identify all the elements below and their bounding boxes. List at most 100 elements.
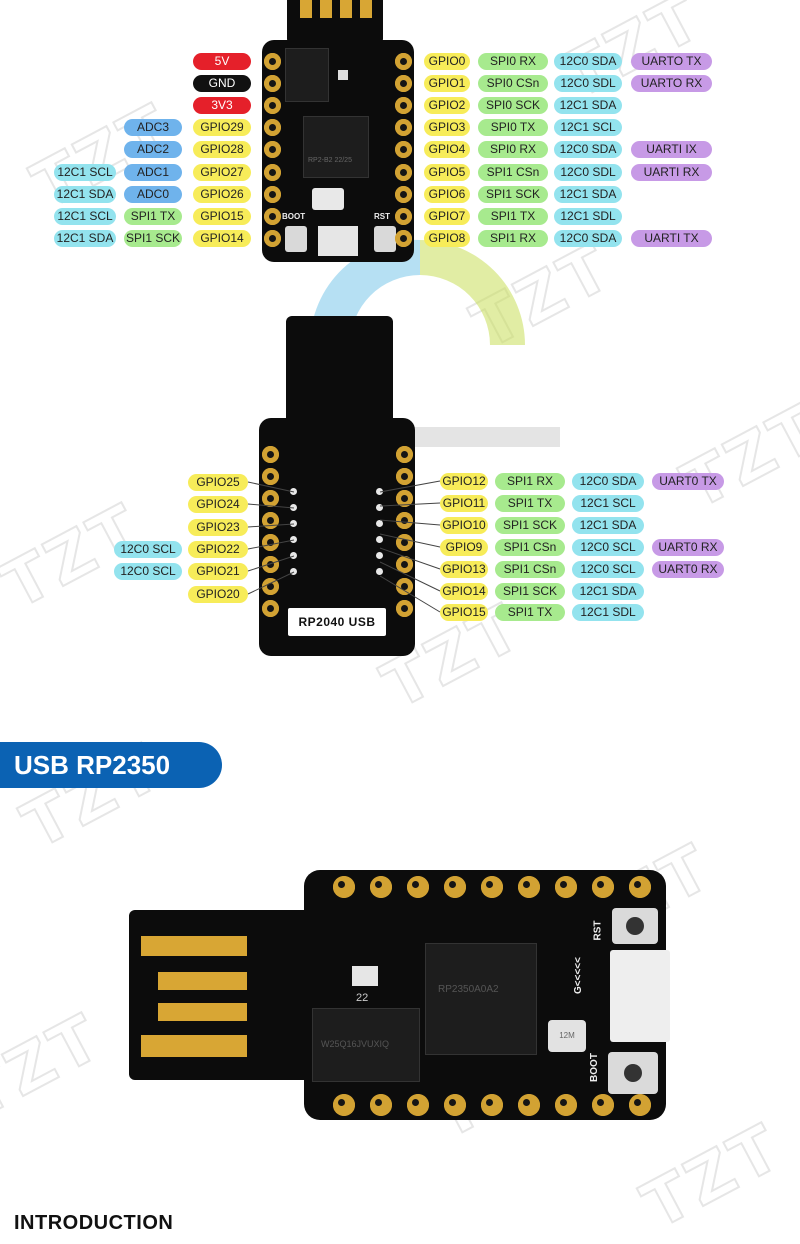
left-pin-label: GPIO27 bbox=[193, 164, 251, 181]
pin-pad bbox=[395, 53, 412, 70]
pin-pad bbox=[407, 1094, 429, 1116]
crystal bbox=[312, 188, 344, 210]
rst-silk: RST bbox=[592, 920, 604, 941]
rst-silk: RST bbox=[374, 212, 390, 221]
boot-silk: BOOT bbox=[588, 1053, 600, 1082]
pin-pad bbox=[264, 97, 281, 114]
boot-button[interactable] bbox=[285, 226, 307, 252]
right-pin-label: SPI1 RX bbox=[478, 230, 548, 247]
rst-button[interactable] bbox=[612, 908, 658, 944]
test-point bbox=[290, 488, 297, 495]
test-point bbox=[376, 488, 383, 495]
right-pin-label: SPI1 TX bbox=[478, 208, 548, 225]
pin-pad bbox=[444, 876, 466, 898]
pin-pad bbox=[555, 1094, 577, 1116]
left-pin-label: GPIO28 bbox=[193, 141, 251, 158]
flash-chip bbox=[285, 48, 329, 102]
pin-pad bbox=[264, 75, 281, 92]
pin-pad bbox=[629, 1094, 651, 1116]
crystal-marking: 12M bbox=[559, 1031, 575, 1040]
right-pin-label: GPIO7 bbox=[424, 208, 470, 225]
right-pin-label: 12C1 SDA bbox=[572, 583, 644, 600]
right-pin-label: 12C1 SDL bbox=[554, 208, 622, 225]
right-pin-label: SPI1 TX bbox=[495, 495, 565, 512]
right-pin-label: UARTO RX bbox=[631, 75, 712, 92]
watermark-text: TZT bbox=[670, 389, 800, 525]
right-pin-label: GPIO5 bbox=[424, 164, 470, 181]
test-point bbox=[376, 536, 383, 543]
usb-contact bbox=[158, 1003, 247, 1021]
pin-pad bbox=[395, 186, 412, 203]
right-pin-label: SPI0 RX bbox=[478, 53, 548, 70]
chip-marking: RP2-B2 22/25 bbox=[308, 157, 352, 164]
pin-pad bbox=[264, 53, 281, 70]
right-pin-label: SPI1 RX bbox=[495, 473, 565, 490]
pin-pad bbox=[396, 512, 413, 529]
left-pin-label: GPIO21 bbox=[188, 563, 248, 580]
right-pin-label: 12C1 SCL bbox=[554, 119, 622, 136]
right-pin-label: GPIO9 bbox=[440, 539, 488, 556]
pin-pad bbox=[396, 556, 413, 573]
usb-contact bbox=[320, 0, 332, 18]
left-pin-label: GPIO26 bbox=[193, 186, 251, 203]
left-pin-label: SPI1 TX bbox=[124, 208, 182, 225]
right-pin-label: UART0 RX bbox=[652, 561, 724, 578]
left-pin-label: 12C1 SCL bbox=[54, 208, 116, 225]
left-pin-label: 5V bbox=[193, 53, 251, 70]
pin-pad bbox=[395, 208, 412, 225]
right-pin-label: UARTI IX bbox=[631, 141, 712, 158]
flash-marking: W25Q16JVUXIQ bbox=[321, 1039, 390, 1049]
right-pin-label: GPIO8 bbox=[424, 230, 470, 247]
pin-pad bbox=[370, 1094, 392, 1116]
pin-pad bbox=[395, 75, 412, 92]
right-pin-label: 12C0 SCL bbox=[572, 561, 644, 578]
pin-pad bbox=[262, 556, 279, 573]
right-pin-label: 12C0 SDL bbox=[554, 75, 622, 92]
test-point bbox=[290, 504, 297, 511]
right-pin-label: SPI1 TX bbox=[495, 604, 565, 621]
pin-pad bbox=[395, 164, 412, 181]
left-pin-label: 12C0 SCL bbox=[114, 541, 182, 558]
right-pin-label: GPIO15 bbox=[440, 604, 488, 621]
right-pin-label: 12C1 SDL bbox=[572, 604, 644, 621]
right-pin-label: SPI1 CSn bbox=[495, 539, 565, 556]
boot-button[interactable] bbox=[608, 1052, 658, 1094]
pin-pad bbox=[592, 876, 614, 898]
button-cap bbox=[626, 917, 644, 935]
right-pin-label: GPIO0 bbox=[424, 53, 470, 70]
pin-pad bbox=[370, 876, 392, 898]
test-point bbox=[290, 536, 297, 543]
right-pin-label: 12C1 SDA bbox=[572, 517, 644, 534]
boot-silk: BOOT bbox=[282, 212, 306, 221]
pin-pad bbox=[407, 876, 429, 898]
left-pin-label: ADC1 bbox=[124, 164, 182, 181]
pin-pad bbox=[262, 512, 279, 529]
flash-chip: W25Q16JVUXIQ bbox=[312, 1008, 420, 1082]
section-banner-usb-rp2350: USB RP2350 bbox=[0, 742, 222, 788]
right-pin-label: 12C1 SCL bbox=[572, 495, 644, 512]
led bbox=[352, 966, 378, 986]
button-cap bbox=[624, 1064, 642, 1082]
right-pin-label: GPIO10 bbox=[440, 517, 488, 534]
intro-heading: INTRODUCTION bbox=[14, 1212, 174, 1234]
pin-pad bbox=[333, 1094, 355, 1116]
pin-pad bbox=[395, 119, 412, 136]
right-pin-label: 12C0 SDA bbox=[572, 473, 644, 490]
left-pin-label: 12C1 SCL bbox=[54, 164, 116, 181]
pin-pad bbox=[396, 578, 413, 595]
test-point bbox=[376, 568, 383, 575]
pin-pad bbox=[629, 876, 651, 898]
rst-button[interactable] bbox=[374, 226, 396, 252]
watermark-text: TZT bbox=[630, 1109, 795, 1244]
right-pin-label: GPIO6 bbox=[424, 186, 470, 203]
test-point bbox=[376, 504, 383, 511]
right-pin-label: GPIO3 bbox=[424, 119, 470, 136]
usb-contact bbox=[141, 936, 247, 956]
pin-pad bbox=[264, 164, 281, 181]
right-pin-label: UARTO TX bbox=[631, 53, 712, 70]
left-pin-label: ADC2 bbox=[124, 141, 182, 158]
left-pin-label: GPIO20 bbox=[188, 586, 248, 603]
product-label: RP2040 USB bbox=[288, 608, 386, 636]
usb-tab-back bbox=[286, 316, 393, 426]
connector bbox=[318, 226, 358, 256]
